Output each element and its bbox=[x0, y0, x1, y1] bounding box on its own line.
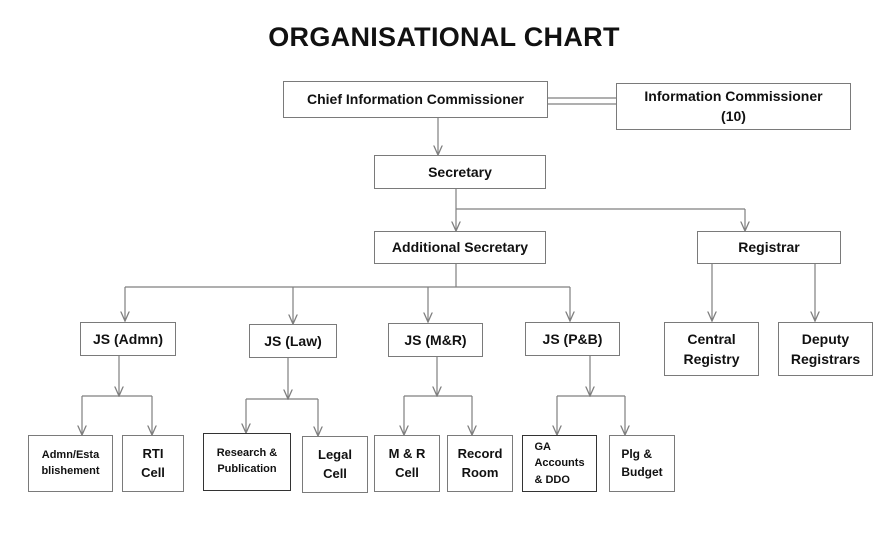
legal-cell-box: Legal Cell bbox=[302, 436, 368, 493]
addl-secretary-label: Additional Secretary bbox=[391, 239, 529, 256]
deputy-registrars-box: Deputy Registrars bbox=[778, 322, 873, 376]
cic-label: Chief Information Commissioner bbox=[306, 91, 525, 108]
deputy-registrars-label: Deputy Registrars bbox=[790, 330, 861, 367]
legal-cell-label: Legal Cell bbox=[318, 446, 352, 481]
rti-cell-label: RTI Cell bbox=[141, 445, 165, 480]
ga-accounts-ddo-box: GA Accounts & DDO bbox=[522, 435, 597, 492]
ga-accounts-label: GA Accounts & DDO bbox=[534, 440, 585, 486]
js-pb-box: JS (P&B) bbox=[525, 322, 620, 356]
record-room-box: Record Room bbox=[447, 435, 513, 492]
js-law-box: JS (Law) bbox=[249, 324, 337, 358]
js-law-label: JS (Law) bbox=[264, 332, 322, 349]
research-publication-box: Research & Publication bbox=[203, 433, 291, 491]
js-admn-box: JS (Admn) bbox=[80, 322, 176, 356]
admn-establishment-box: Admn/Esta blishement bbox=[28, 435, 113, 492]
ic-label: Information Commissioner (10) bbox=[644, 87, 823, 124]
rti-cell-box: RTI Cell bbox=[122, 435, 184, 492]
secretary-box: Secretary bbox=[374, 155, 546, 189]
research-publication-label: Research & Publication bbox=[216, 447, 278, 475]
mr-cell-label: M & R Cell bbox=[388, 445, 426, 480]
mr-cell-box: M & R Cell bbox=[374, 435, 440, 492]
registrar-label: Registrar bbox=[738, 239, 800, 256]
information-commissioner-box: Information Commissioner (10) bbox=[616, 83, 851, 130]
registrar-box: Registrar bbox=[697, 231, 841, 264]
chief-information-commissioner-box: Chief Information Commissioner bbox=[283, 81, 548, 118]
admn-esta-label: Admn/Esta blishement bbox=[41, 448, 100, 477]
js-mr-box: JS (M&R) bbox=[388, 323, 483, 357]
js-mr-label: JS (M&R) bbox=[404, 331, 467, 348]
central-registry-box: Central Registry bbox=[664, 322, 759, 376]
js-pb-label: JS (P&B) bbox=[542, 330, 603, 347]
secretary-label: Secretary bbox=[428, 163, 492, 180]
chart-title: ORGANISATIONAL CHART bbox=[268, 22, 620, 52]
plg-budget-box: Plg & Budget bbox=[609, 435, 675, 492]
record-room-label: Record Room bbox=[457, 445, 503, 480]
central-registry-label: Central Registry bbox=[683, 330, 740, 367]
additional-secretary-box: Additional Secretary bbox=[374, 231, 546, 264]
plg-budget-label: Plg & Budget bbox=[621, 447, 663, 479]
js-admn-label: JS (Admn) bbox=[93, 330, 163, 347]
